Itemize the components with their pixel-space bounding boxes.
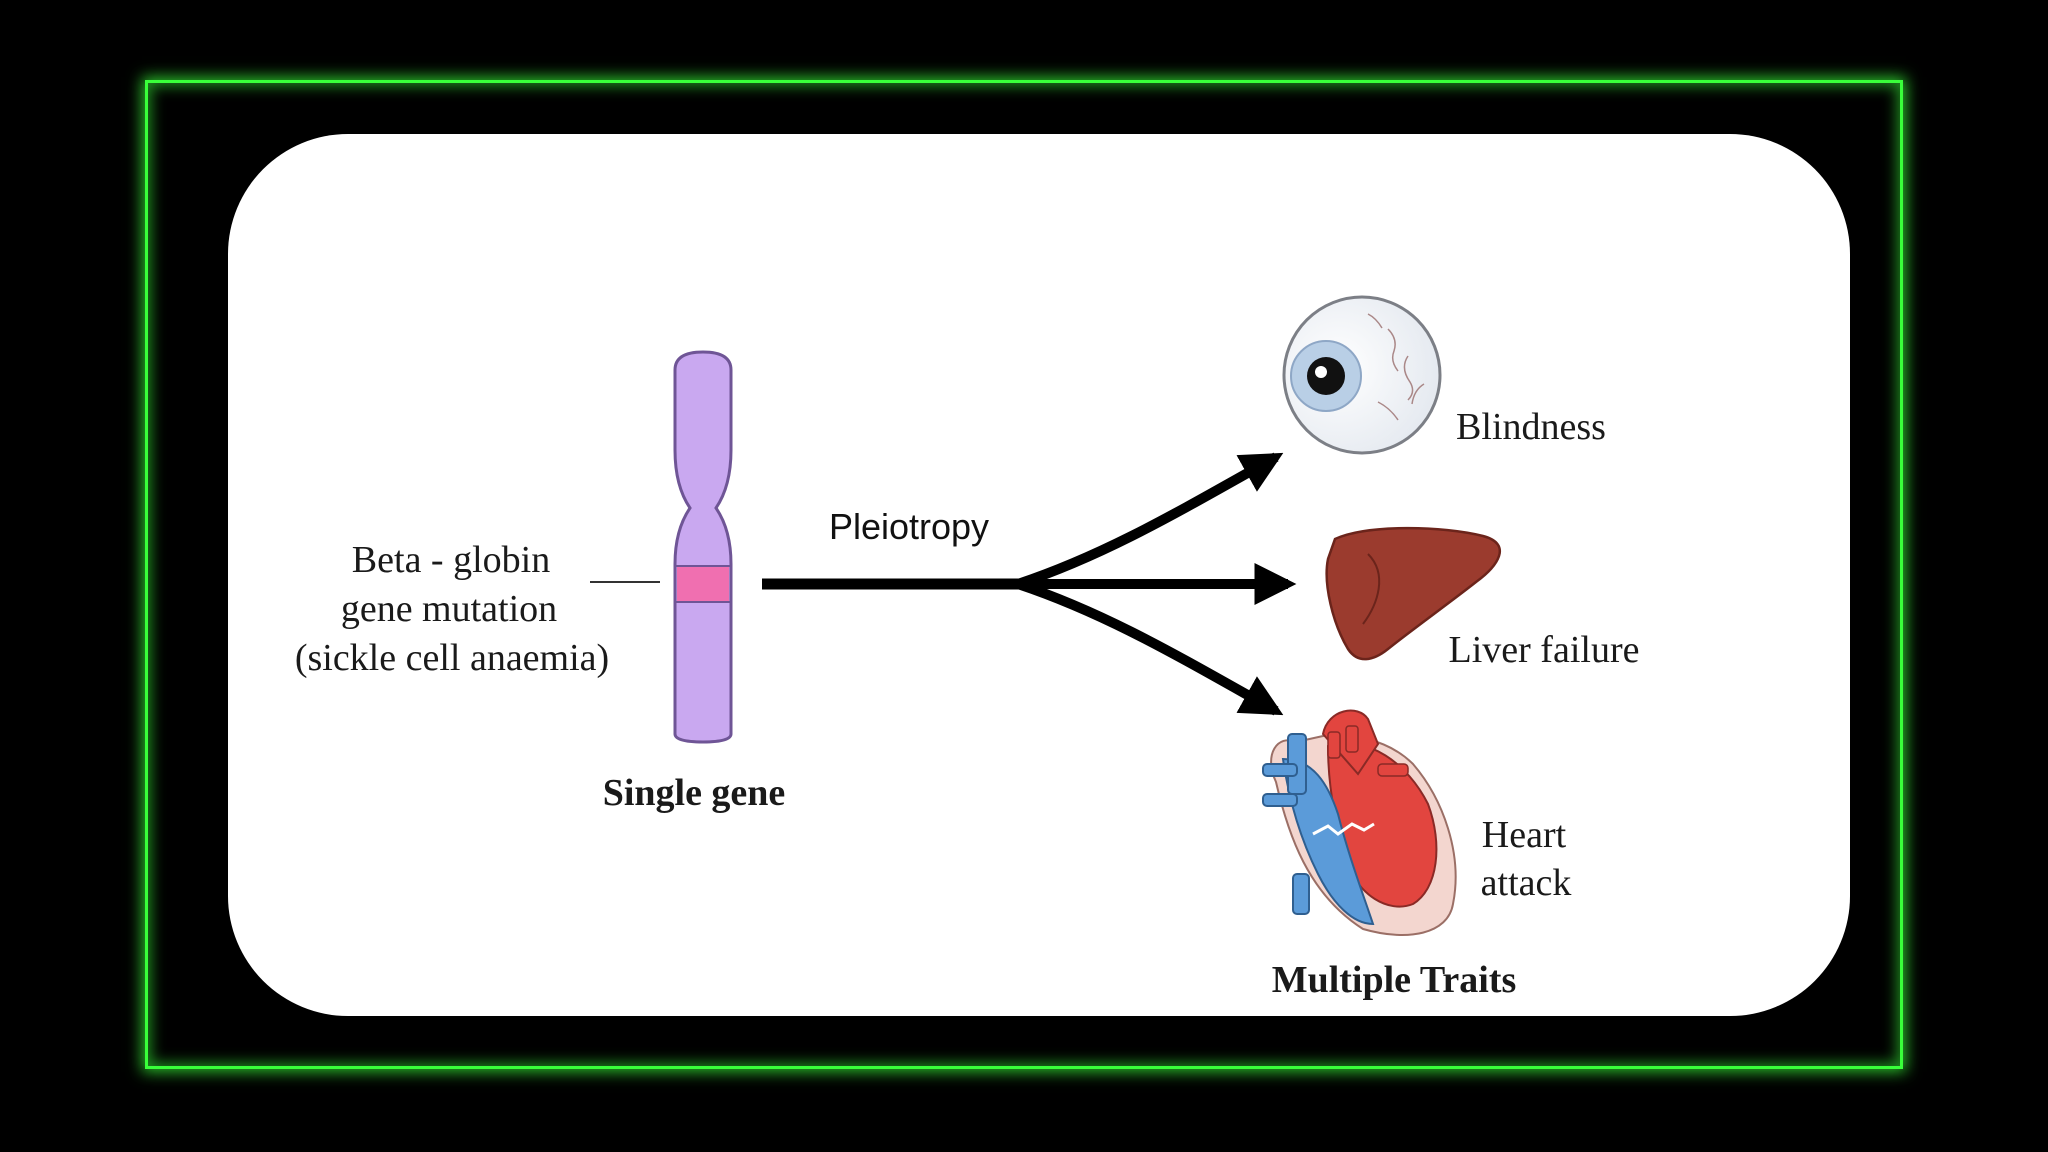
pleiotropy-arrows	[762, 452, 1297, 716]
neon-frame	[145, 80, 1903, 1069]
trait-blindness: Blindness	[1456, 406, 1606, 448]
chromosome-icon	[673, 350, 733, 744]
mutation-label-line2: gene mutation	[341, 588, 557, 630]
arrow-to-blindness	[1016, 452, 1284, 589]
arrow-to-heart	[1016, 579, 1284, 716]
trait-liver-failure: Liver failure	[1449, 629, 1640, 671]
mutation-label: Beta - globin gene mutation (sickle cell…	[295, 539, 609, 679]
mutation-label-line3: (sickle cell anaemia)	[295, 637, 609, 679]
trait-heart-attack-line1: Heart	[1482, 814, 1567, 856]
heart-icon	[1262, 709, 1457, 936]
trait-heart-attack-line2: attack	[1481, 862, 1572, 904]
eye-icon	[1282, 295, 1442, 455]
multiple-traits-label: Multiple Traits	[1272, 959, 1517, 1001]
gene-band	[677, 566, 729, 602]
pleiotropy-label: Pleiotropy	[829, 506, 989, 547]
diagram-card: Beta - globin gene mutation (sickle cell…	[228, 134, 1850, 1016]
mutation-label-line1: Beta - globin	[352, 539, 550, 581]
pleiotropy-diagram: Beta - globin gene mutation (sickle cell…	[295, 295, 1640, 1001]
single-gene-label: Single gene	[603, 772, 786, 814]
liver-icon	[1325, 526, 1502, 661]
